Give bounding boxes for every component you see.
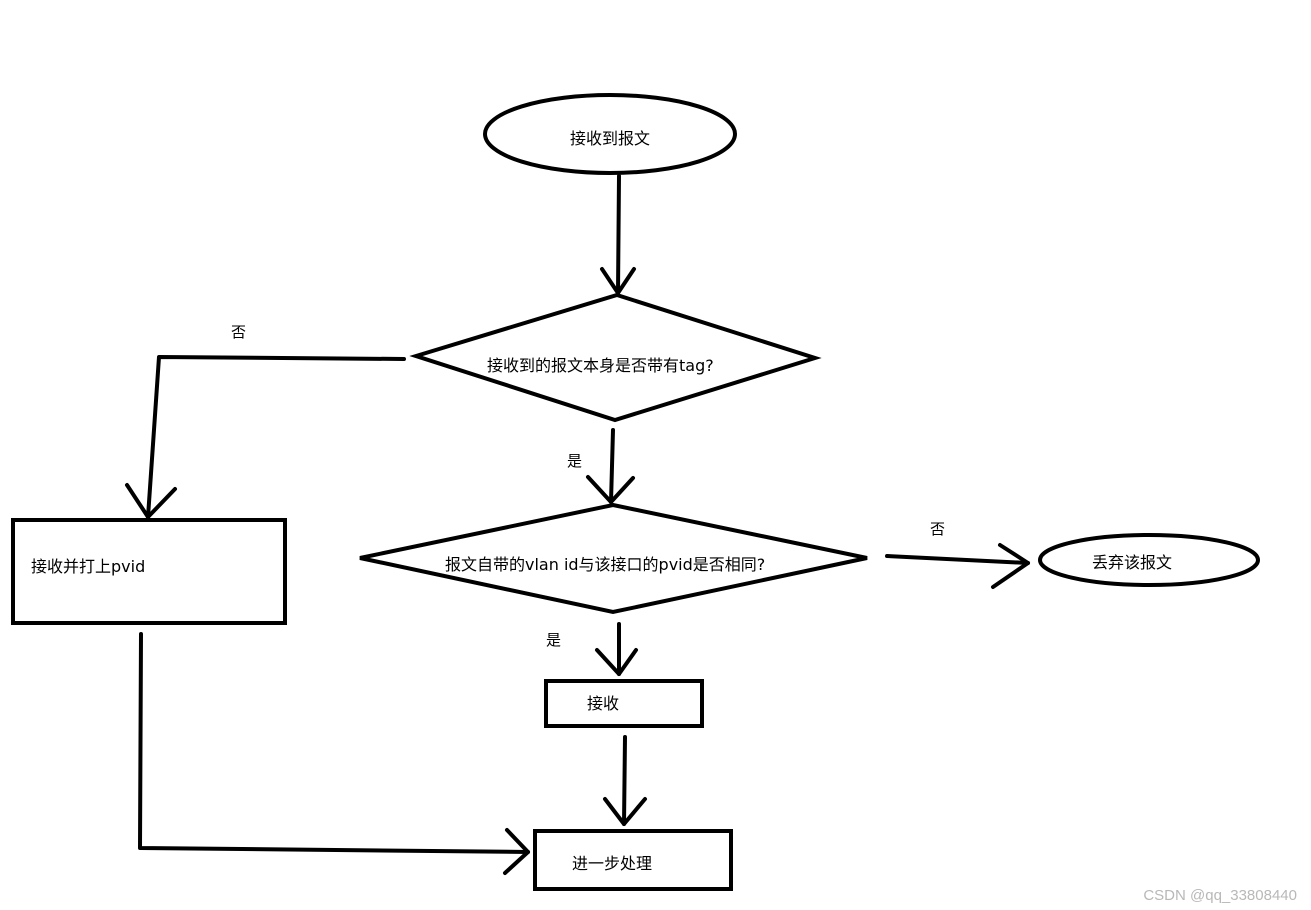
arrow-tag-no bbox=[125, 355, 406, 519]
csdn-watermark: CSDN @qq_33808440 bbox=[1143, 887, 1297, 904]
edge-label-tag-no: 否 bbox=[231, 323, 247, 341]
tag-pvid-box bbox=[11, 518, 287, 625]
arrow-pvid-to-process bbox=[138, 632, 530, 875]
tag-decision-diamond bbox=[409, 292, 822, 423]
vlan-decision-diamond bbox=[359, 502, 868, 615]
tag-pvid-label: 接收并打上pvid bbox=[31, 557, 146, 576]
arrow-vlan-no bbox=[885, 543, 1030, 589]
vlan-decision-label: 报文自带的vlan id与该接口的pvid是否相同? bbox=[445, 555, 766, 574]
process-box bbox=[533, 829, 733, 891]
arrow-tag-yes bbox=[586, 428, 635, 504]
process-label: 进一步处理 bbox=[572, 854, 653, 873]
arrow-vlan-yes bbox=[595, 622, 638, 676]
edge-label-vlan-no: 否 bbox=[930, 520, 946, 538]
arrow-start-to-tag bbox=[600, 174, 636, 295]
discard-label: 丢弃该报文 bbox=[1092, 553, 1173, 572]
start-ellipse bbox=[483, 93, 737, 175]
arrow-accept-to-process bbox=[603, 735, 647, 826]
edge-label-vlan-yes: 是 bbox=[546, 631, 562, 649]
discard-ellipse bbox=[1038, 533, 1260, 587]
accept-label: 接收 bbox=[587, 694, 620, 713]
accept-box bbox=[544, 679, 704, 728]
edge-label-tag-yes: 是 bbox=[567, 452, 583, 470]
start-label: 接收到报文 bbox=[570, 129, 651, 148]
tag-decision-label: 接收到的报文本身是否带有tag? bbox=[487, 356, 714, 375]
